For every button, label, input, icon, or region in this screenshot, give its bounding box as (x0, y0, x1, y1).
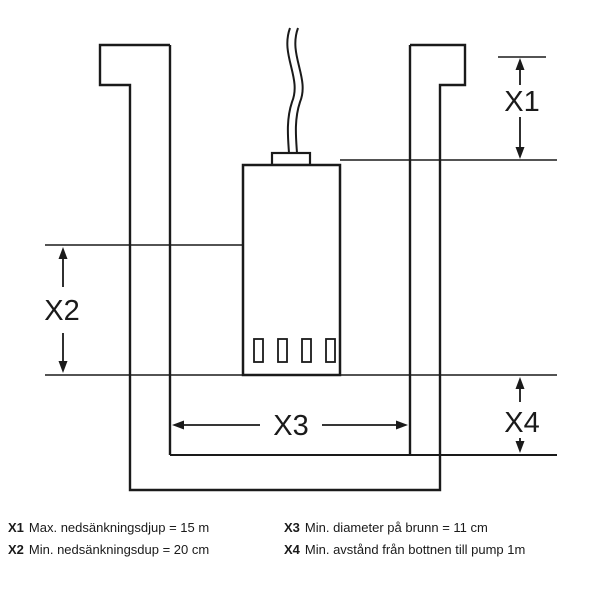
pump-vent-slot (253, 338, 264, 363)
well-outer-wall (98, 43, 467, 492)
dimension-label-x2: X2 (44, 295, 79, 327)
pump-cap (270, 151, 312, 167)
pump-body (241, 163, 342, 377)
pump-vent-slot (277, 338, 288, 363)
arrowhead-left (172, 420, 184, 430)
dimension-label-x3: X3 (273, 410, 308, 442)
arrowhead-down (515, 147, 525, 159)
legend-text-x4: Min. avstånd från bottnen till pump 1m (304, 541, 526, 557)
arrowhead-up (58, 247, 68, 259)
pump (241, 27, 342, 377)
dimension-x4: X4 (504, 377, 540, 453)
dimension-label-x1: X1 (504, 86, 539, 118)
legend-key-x2: X2 (8, 541, 24, 557)
pump-vent-slot (301, 338, 312, 363)
dimension-label-x4: X4 (504, 407, 539, 439)
well-outline (98, 43, 557, 492)
dimension-x2: X2 (44, 247, 80, 373)
pump-cable (286, 27, 296, 154)
legend-key-x4: X4 (284, 541, 300, 557)
well-diagram: X1 X2 X3 X4 (44, 27, 557, 492)
legend-text-x2: Min. nedsänkningsdup = 20 cm (28, 541, 210, 557)
pump-cable (294, 27, 304, 154)
legend-key-x3: X3 (284, 519, 300, 535)
arrowhead-up (515, 377, 525, 389)
dimension-x1: X1 (504, 58, 540, 159)
pump-vent-slot (325, 338, 336, 363)
legend-text-x3: Min. diameter på brunn = 11 cm (304, 519, 488, 535)
legend-text-x1: Max. nedsänkningsdjup = 15 m (28, 519, 210, 535)
dimension-x3: X3 (172, 410, 408, 442)
arrowhead-down (58, 361, 68, 373)
arrowhead-right (396, 420, 408, 430)
legend-key-x1: X1 (8, 519, 24, 535)
reference-lines (45, 56, 557, 376)
pump-vents (253, 338, 336, 363)
arrowhead-down (515, 441, 525, 453)
arrowhead-up (515, 58, 525, 70)
